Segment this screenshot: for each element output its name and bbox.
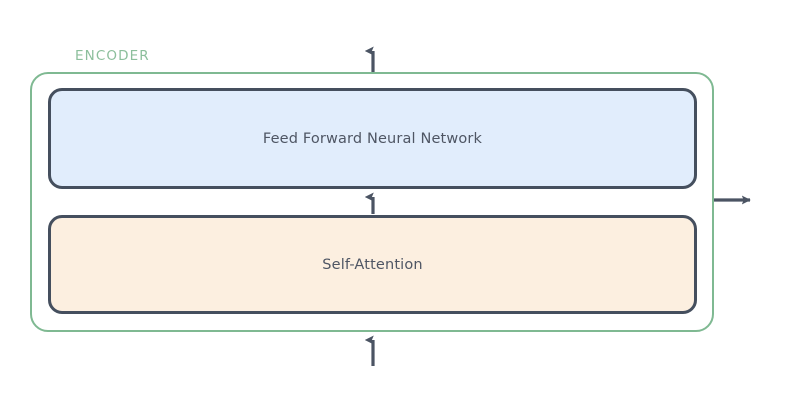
self-attention-label: Self-Attention [322,256,423,273]
feed-forward-neural-network-block[interactable]: Feed Forward Neural Network [48,88,697,189]
encoder-group-outline [30,72,714,332]
encoder-group-label: ENCODER [75,48,150,64]
feed-forward-neural-network-label: Feed Forward Neural Network [262,130,483,147]
self-attention-block[interactable]: Self-Attention [48,215,697,314]
